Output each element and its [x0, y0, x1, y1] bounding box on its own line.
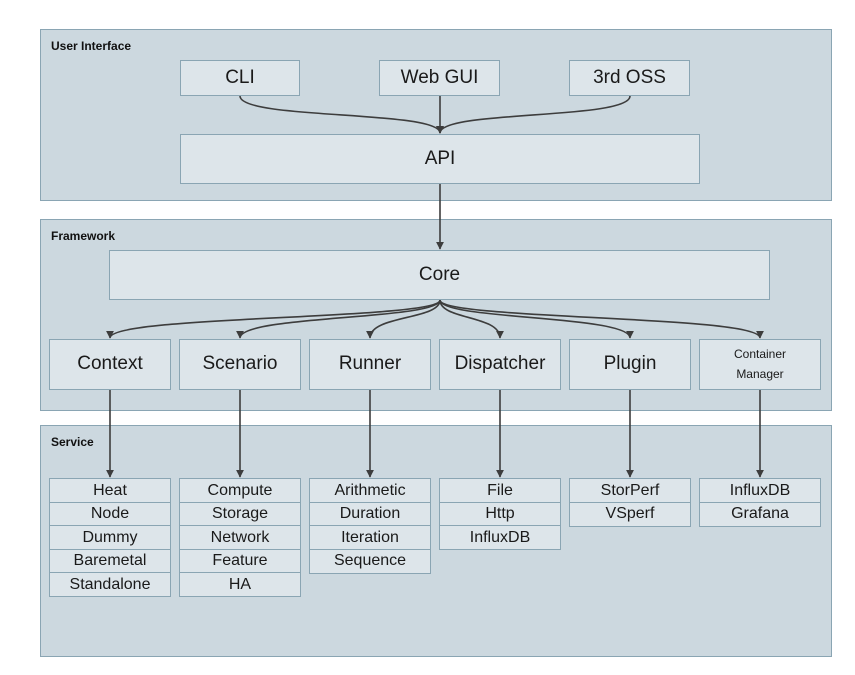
service-layer: Service [40, 425, 832, 657]
plugin-service-list: StorPerf VSperf [569, 478, 691, 527]
list-item: VSperf [569, 501, 691, 527]
list-item: Heat [49, 478, 171, 503]
list-item: Arithmetic [309, 478, 431, 503]
container-manager-service-list: InfluxDB Grafana [699, 478, 821, 527]
dispatcher-service-list: File Http InfluxDB [439, 478, 561, 550]
cli-box: CLI [180, 60, 300, 96]
list-item: InfluxDB [699, 478, 821, 503]
context-box: Context [49, 339, 171, 390]
list-item: Compute [179, 478, 301, 503]
list-item: Grafana [699, 501, 821, 527]
list-item: Network [179, 525, 301, 550]
runner-box: Runner [309, 339, 431, 390]
container-manager-box: Container Manager [699, 339, 821, 390]
framework-title: Framework [51, 229, 116, 243]
list-item: Dummy [49, 525, 171, 550]
list-item: Duration [309, 501, 431, 527]
scenario-service-list: Compute Storage Network Feature HA [179, 478, 301, 597]
3rd-oss-box: 3rd OSS [569, 60, 690, 96]
context-service-list: Heat Node Dummy Baremetal Standalone [49, 478, 171, 597]
list-item: StorPerf [569, 478, 691, 503]
dispatcher-box: Dispatcher [439, 339, 561, 390]
list-item: Sequence [309, 548, 431, 574]
list-item: Http [439, 501, 561, 527]
list-item: Node [49, 501, 171, 527]
list-item: HA [179, 572, 301, 597]
list-item: InfluxDB [439, 525, 561, 550]
list-item: Iteration [309, 525, 431, 550]
runner-service-list: Arithmetic Duration Iteration Sequence [309, 478, 431, 574]
list-item: Storage [179, 501, 301, 527]
core-box: Core [109, 250, 770, 300]
service-title: Service [51, 435, 94, 449]
list-item: Standalone [49, 572, 171, 597]
scenario-box: Scenario [179, 339, 301, 390]
web-gui-box: Web GUI [379, 60, 500, 96]
user-interface-title: User Interface [51, 39, 132, 53]
list-item: File [439, 478, 561, 503]
list-item: Baremetal [49, 548, 171, 574]
list-item: Feature [179, 548, 301, 574]
api-box: API [180, 134, 700, 184]
plugin-box: Plugin [569, 339, 691, 390]
